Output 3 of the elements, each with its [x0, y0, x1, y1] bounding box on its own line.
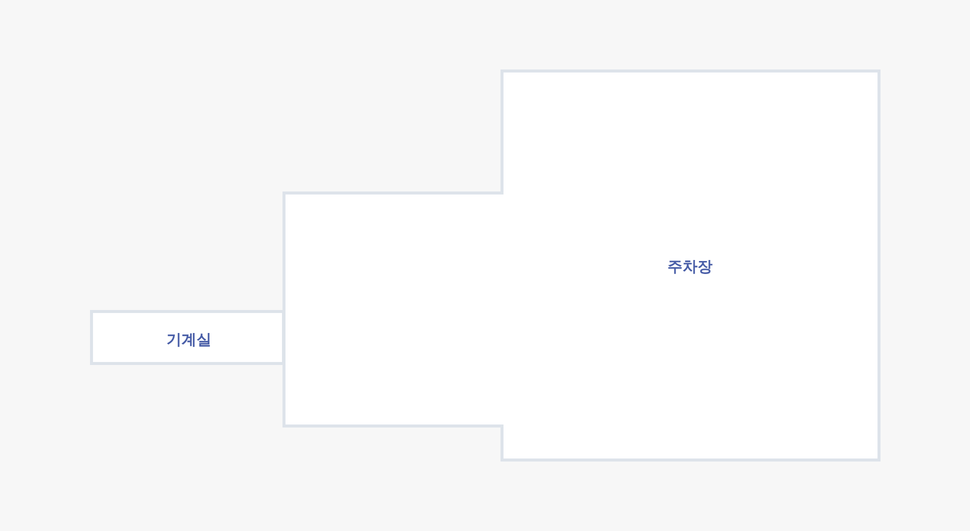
room-box — [90, 310, 285, 365]
room-label: 기계실 — [166, 330, 212, 350]
room-label: 주차장 — [668, 258, 712, 276]
